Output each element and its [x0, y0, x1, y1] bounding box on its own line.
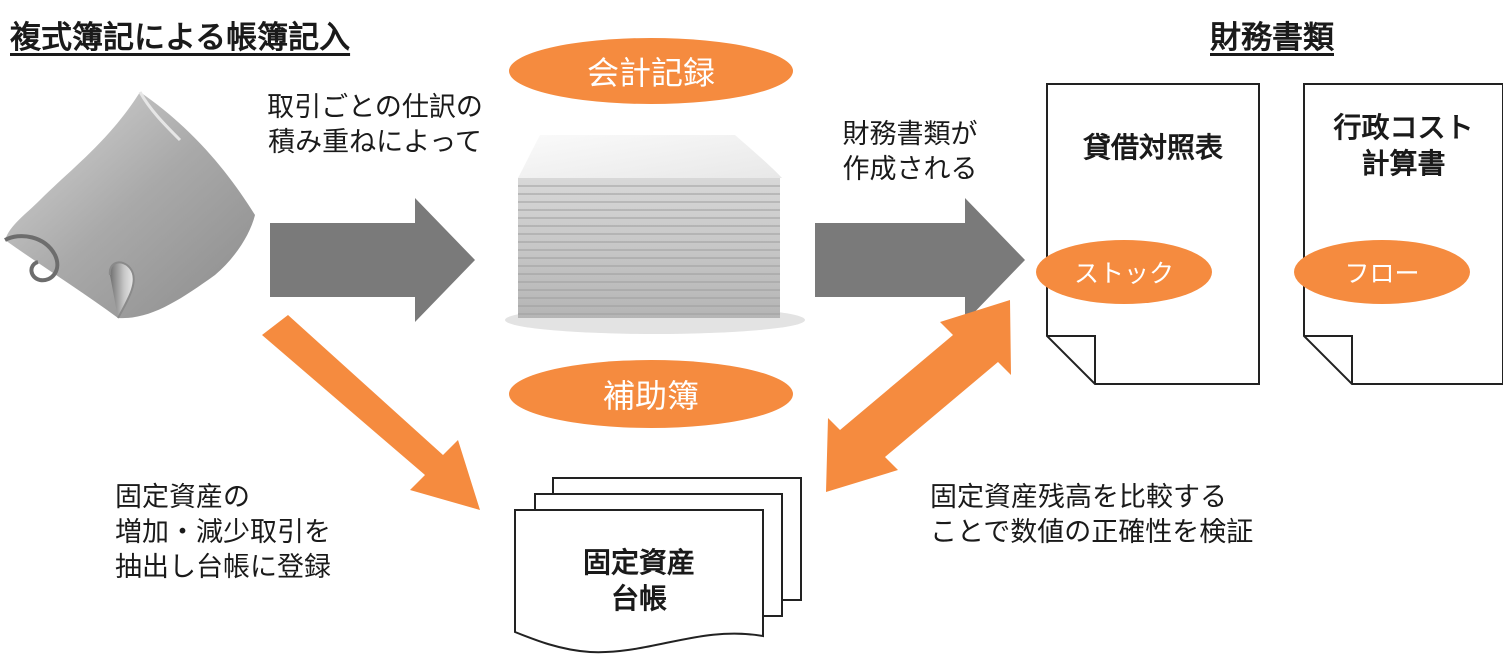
accounting-record-pill: 会計記録 — [509, 38, 793, 104]
balance-sheet-document — [1046, 83, 1260, 385]
financial-statements-heading: 財務書類 — [1210, 20, 1334, 56]
paper-stack-icon — [505, 135, 805, 334]
journal-caption-line1: 取引ごとの仕訳の — [267, 92, 483, 123]
cost-statement-document — [1303, 83, 1503, 385]
double-entry-heading: 複式簿記による帳簿記入 — [10, 20, 351, 56]
fixed-asset-ledger-title: 固定資産 台帳 — [515, 545, 763, 617]
gray-arrow-to-statements — [815, 198, 1025, 322]
cost-statement-title: 行政コスト 計算書 — [1304, 110, 1503, 182]
curled-paper-icon — [4, 91, 255, 319]
journal-caption-line2: 積み重ねによって — [268, 127, 482, 158]
statements-caption-line2: 作成される — [842, 154, 978, 185]
subsidiary-book-pill: 補助簿 — [509, 360, 793, 428]
verification-caption: 固定資産残高を比較する ことで数値の正確性を検証 — [930, 480, 1253, 550]
flow-label: フロー — [1344, 259, 1420, 288]
asset-caption-line2: 増加・減少取引を — [115, 517, 331, 548]
fixed-asset-ledger-stack — [514, 477, 802, 654]
verify-caption-line1: 固定資産残高を比較する — [930, 482, 1227, 513]
asset-caption-line3: 抽出し台帳に登録 — [115, 552, 331, 583]
cost-statement-title-line1: 行政コスト — [1333, 111, 1474, 144]
flow-pill: フロー — [1294, 240, 1470, 304]
verify-caption-line2: ことで数値の正確性を検証 — [930, 517, 1254, 548]
subsidiary-book-label: 補助簿 — [602, 377, 699, 415]
orange-double-arrow — [826, 300, 1011, 492]
gray-arrow-to-records — [270, 198, 475, 322]
ledger-title-line2: 台帳 — [610, 582, 667, 615]
orange-arrow-to-ledger — [262, 315, 480, 510]
journal-caption: 取引ごとの仕訳の 積み重ねによって — [245, 90, 505, 160]
ledger-title-line1: 固定資産 — [582, 546, 695, 579]
accounting-record-label: 会計記録 — [586, 54, 715, 92]
asset-caption-line1: 固定資産の — [115, 482, 250, 513]
statements-caption-line1: 財務書類が — [842, 119, 978, 150]
stock-pill: ストック — [1036, 240, 1212, 304]
asset-registration-caption: 固定資産の 増加・減少取引を 抽出し台帳に登録 — [115, 480, 331, 585]
cost-statement-title-line2: 計算書 — [1361, 147, 1446, 180]
stock-label: ストック — [1073, 259, 1174, 288]
statements-caption: 財務書類が 作成される — [820, 117, 1000, 187]
balance-sheet-title: 貸借対照表 — [1082, 131, 1223, 164]
